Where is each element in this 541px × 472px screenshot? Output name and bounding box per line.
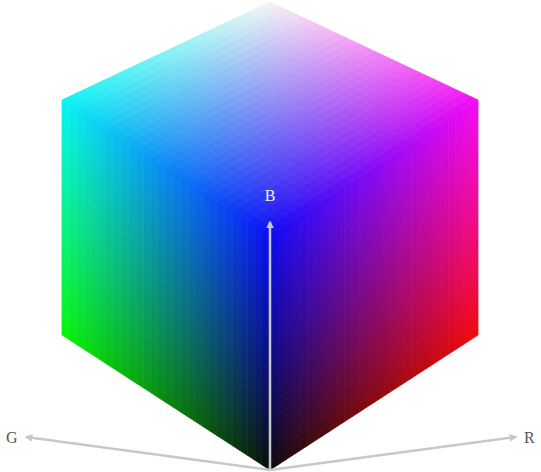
cube-faces <box>62 2 478 470</box>
